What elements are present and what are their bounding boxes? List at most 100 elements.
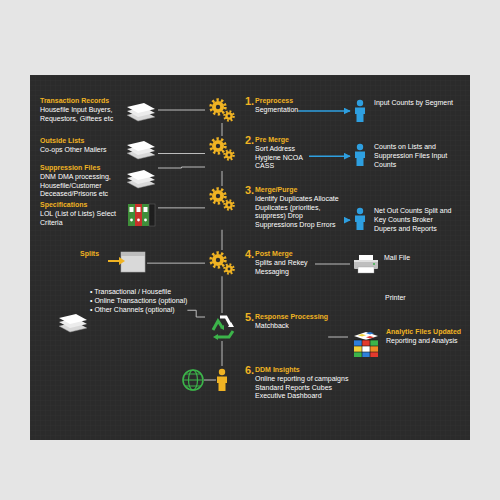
body-text: Input Counts by Segment <box>374 99 464 108</box>
flow-connector <box>158 167 205 168</box>
text-column: • Transactional / Housefile• Online Tran… <box>90 288 187 314</box>
heading-text: Specifications <box>40 201 116 210</box>
text-column: Pre MergeSort Address Hygiene NCOA CASS <box>255 136 309 171</box>
info-group: Suppression FilesDNM DMA processing, Hou… <box>40 164 158 199</box>
flow-connector <box>147 263 205 264</box>
flow-connector <box>187 310 205 317</box>
info-group: Transaction RecordsHousefile Input Buyer… <box>40 97 158 123</box>
text-column: SpecificationsLOL (List of Lists) Select… <box>40 201 116 227</box>
step-number: 1. <box>245 96 255 107</box>
flow-connector <box>158 153 205 154</box>
process-step: 1.PreprocessSegmentation <box>207 97 298 123</box>
body-text: Identify Duplicates Allocate Duplicates … <box>255 195 347 230</box>
person-icon <box>352 99 368 123</box>
info-group: Mail File <box>352 254 410 274</box>
flow-connector <box>328 337 348 338</box>
heading-text: Post Merge <box>255 250 315 259</box>
gears-icon <box>207 136 237 162</box>
info-group: SpecificationsLOL (List of Lists) Select… <box>40 201 158 229</box>
body-text: Housefile Input Buyers, Requestors, Gift… <box>40 106 116 124</box>
text-column: Counts on Lists and Suppression Files In… <box>374 143 454 169</box>
step-number: 4. <box>245 249 255 260</box>
paper-icon <box>124 166 158 192</box>
flow-connector <box>158 207 205 208</box>
process-step: 4.Post MergeSplits and Rekey Messaging <box>207 250 315 276</box>
flow-connector <box>222 230 223 250</box>
text-column: Input Counts by Segment <box>374 99 464 108</box>
splits-icon <box>107 250 147 274</box>
flow-connector <box>222 341 223 366</box>
step-number: 5. <box>245 312 255 323</box>
text-column: Post MergeSplits and Rekey Messaging <box>255 250 315 276</box>
gears-icon <box>207 97 237 123</box>
heading-text: Outside Lists <box>40 137 116 146</box>
flow-connector <box>315 264 350 265</box>
heading-text: Pre Merge <box>255 136 309 145</box>
heading-text: Transaction Records <box>40 97 116 106</box>
body-text: Counts on Lists and Suppression Files In… <box>374 143 454 169</box>
body-text: Reporting and Analysis <box>386 337 468 346</box>
body-text: • Transactional / Housefile <box>90 288 187 297</box>
text-column: Outside ListsCo-ops Other Mailers <box>40 137 116 155</box>
gears-icon <box>207 186 237 212</box>
heading-text: Merge/Purge <box>255 186 347 195</box>
paper-icon <box>124 99 158 125</box>
info-group: Splits <box>80 250 147 274</box>
binders-icon <box>124 201 158 229</box>
paper-icon <box>56 310 90 336</box>
body-text: Sort Address Hygiene NCOA CASS <box>255 145 309 171</box>
info-group: Input Counts by Segment <box>352 99 464 123</box>
flow-connector <box>222 276 223 313</box>
printer-icon <box>352 254 380 274</box>
body-text: Net Out Counts Split and Key Counts Brok… <box>374 207 456 233</box>
step-number: 3. <box>245 185 255 196</box>
connector-layer <box>147 110 350 366</box>
text-column: DDM InsightsOnline reporting of campaign… <box>255 366 359 401</box>
heading-text: Preprocess <box>255 97 298 106</box>
flow-connector <box>222 171 223 186</box>
info-group: Net Out Counts Split and Key Counts Brok… <box>352 207 456 233</box>
text-column: Net Out Counts Split and Key Counts Brok… <box>374 207 456 233</box>
info-group: Counts on Lists and Suppression Files In… <box>352 143 454 169</box>
person-icon <box>352 143 368 167</box>
paper-icon <box>124 137 158 163</box>
process-step: 5.Response ProcessingMatchback <box>207 313 328 341</box>
recycle-icon <box>207 313 237 341</box>
body-text: LOL (List of Lists) Select Criteria <box>40 210 116 228</box>
cube-icon <box>350 328 382 358</box>
body-text: Mail File <box>384 254 410 263</box>
output-label: Printer <box>385 294 406 303</box>
text-column: Splits <box>80 250 99 259</box>
flow-connector <box>309 155 350 157</box>
step-number: 6. <box>245 365 255 376</box>
body-text: Matchback <box>255 322 328 331</box>
step-number: 2. <box>245 135 255 146</box>
process-step: 2.Pre MergeSort Address Hygiene NCOA CAS… <box>207 136 309 171</box>
text-column: Mail File <box>384 254 410 263</box>
flow-connector <box>298 110 350 112</box>
ddm-icon <box>180 366 230 394</box>
person-icon <box>352 207 368 231</box>
body-text: Splits and Rekey Messaging <box>255 259 315 277</box>
heading-text: DDM Insights <box>255 366 359 375</box>
body-text: Online reporting of campaigns Standard R… <box>255 375 359 401</box>
info-group: Outside ListsCo-ops Other Mailers <box>40 137 158 163</box>
text-column: PreprocessSegmentation <box>255 97 298 115</box>
flow-connector <box>158 110 205 111</box>
body-text: • Online Transactions (optional) <box>90 297 187 306</box>
flow-connector <box>347 219 350 221</box>
body-text: Segmentation <box>255 106 298 115</box>
info-group: Analytic Files UpdatedReporting and Anal… <box>350 328 468 358</box>
flow-connector <box>222 123 223 136</box>
text-column: Analytic Files UpdatedReporting and Anal… <box>386 328 468 346</box>
text-column: Response ProcessingMatchback <box>255 313 328 331</box>
process-step: 3.Merge/PurgeIdentify Duplicates Allocat… <box>207 186 347 230</box>
heading-text: Suppression Files <box>40 164 116 173</box>
info-group: • Transactional / Housefile• Online Tran… <box>56 288 187 314</box>
gears-icon <box>207 250 237 276</box>
body-text: Co-ops Other Mailers <box>40 146 116 155</box>
heading-text: Analytic Files Updated <box>386 328 468 337</box>
body-text: DNM DMA processing, Housefile/Customer D… <box>40 173 116 199</box>
process-step: 6.DDM InsightsOnline reporting of campai… <box>180 366 359 401</box>
heading-text: Response Processing <box>255 313 328 322</box>
